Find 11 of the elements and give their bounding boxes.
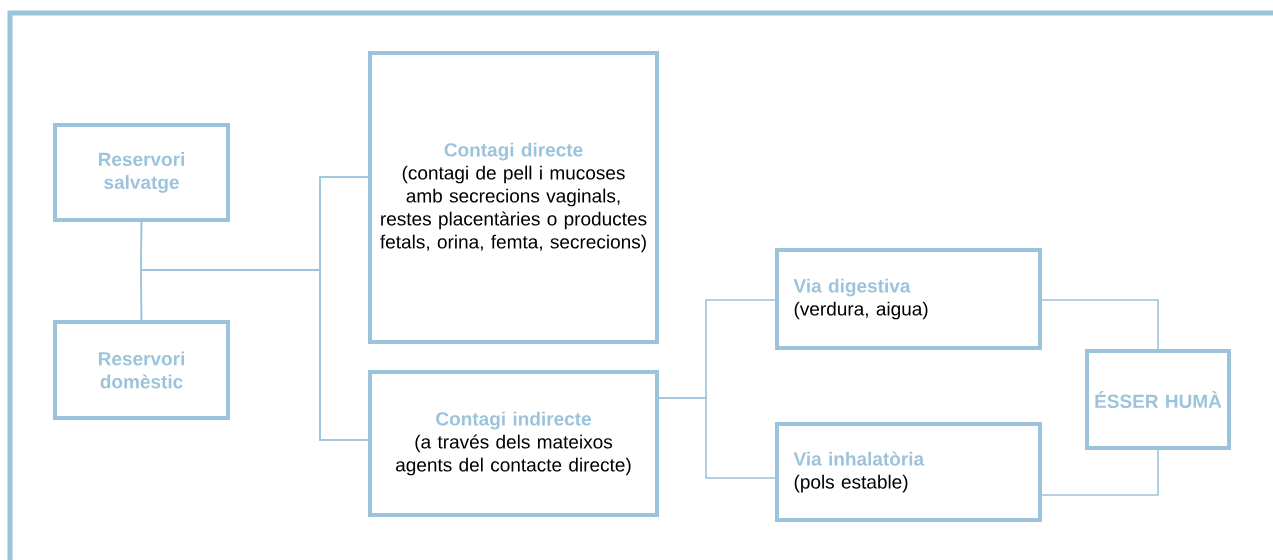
box: Reservori salvatge [53, 123, 230, 222]
connector-line [1041, 449, 1159, 496]
connector-line [140, 269, 369, 441]
connector-line [658, 397, 776, 479]
box: Contagi indirecte (a través dels mateixos agents del contacte directe) [368, 370, 659, 517]
connector-line [1041, 299, 1159, 350]
box: ÉSSER HUMÀ [1085, 349, 1231, 450]
box: Reservori domèstic [53, 320, 230, 420]
box: Via digestiva (verdura, aigua) [775, 248, 1042, 350]
box: Contagi directe (contagi de pell i mucoses amb secrecions vaginals, restes placentàries o productes fetals, orina, femta, secrecions) [368, 51, 659, 344]
box: Via inhalatòria (pols estable) [775, 422, 1042, 522]
